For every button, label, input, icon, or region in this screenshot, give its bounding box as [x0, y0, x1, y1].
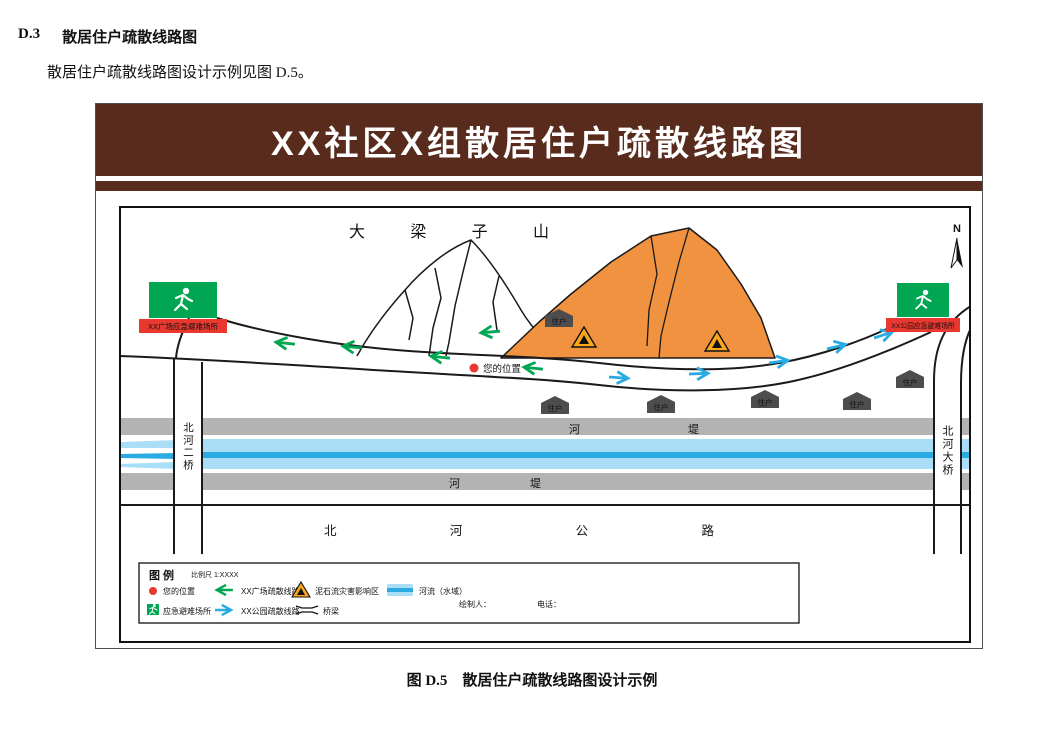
house-icon: 住户: [647, 395, 675, 413]
svg-text:住户: 住户: [758, 397, 773, 407]
left-bridge-deck: [175, 416, 201, 492]
river-centerline: [177, 452, 971, 458]
svg-text:住户: 住户: [903, 377, 918, 387]
legend-location-label: 您的位置: [163, 586, 195, 596]
mountain-name-label: 大梁子山: [349, 223, 549, 241]
road-name-label: 北河公路: [324, 523, 714, 538]
legend-title: 图 例: [149, 568, 174, 582]
evacuation-map-svg: 大梁子山: [118, 206, 972, 643]
house-icon: 住户: [541, 396, 569, 414]
left-bridge-label: 北河二桥: [182, 422, 194, 472]
house-icon: 住户: [545, 309, 573, 327]
right-shelter-label: XX公园应急避难场所: [891, 321, 955, 330]
your-location-label: 您的位置: [483, 363, 521, 375]
legend-phone-label: 电话：: [537, 599, 561, 609]
route-arrow-blue: [607, 369, 630, 386]
map-border: [119, 206, 971, 643]
house-icon: 住户: [751, 390, 779, 408]
debris-warning-icon: [703, 329, 731, 352]
route-arrow-blue: [824, 337, 849, 357]
legend-bridge-icon: [295, 605, 319, 615]
route-arrow-green: [521, 359, 545, 377]
road-network: [118, 305, 972, 554]
legend-bridge-label: 桥梁: [323, 606, 339, 616]
svg-text:住户: 住户: [654, 402, 669, 412]
svg-text:住户: 住户: [552, 316, 567, 326]
right-bridge-deck: [935, 416, 960, 492]
map-area: 大梁子山: [118, 206, 972, 643]
embankment-top-bar: [119, 418, 971, 435]
house-icon: 住户: [896, 370, 924, 388]
your-location-marker: 您的位置: [469, 363, 521, 375]
river-upstream-tapers: [119, 440, 177, 469]
north-arrow: N: [950, 223, 963, 269]
legend-drawn-by-label: 绘制人：: [459, 599, 491, 609]
legend-location-dot: [149, 587, 157, 595]
house-icon: 住户: [843, 392, 871, 410]
right-bridge-label: 北河大桥: [941, 425, 954, 477]
embankment-bottom-bar: [119, 473, 971, 490]
legend-river-label: 河流（水域）: [419, 586, 467, 596]
svg-text:住户: 住户: [850, 399, 865, 409]
evacuation-figure: XX社区X组散居住户疏散线路图: [95, 103, 983, 649]
legend: 图 例 比例尺 1:XXXX 您的位置 XX广场疏散线路 泥石流灾害影响区 河流…: [138, 562, 800, 624]
svg-text:住户: 住户: [548, 403, 563, 413]
section-title: 散居住户疏散线路图: [62, 30, 198, 46]
legend-park-route-label: XX公园疏散线路: [241, 606, 300, 616]
legend-debris-label: 泥石流灾害影响区: [315, 586, 379, 596]
right-shelter-sign: XX公园应急避难场所: [886, 283, 960, 332]
mountain-debris-orange: [500, 227, 776, 359]
section-heading: D.3 散居住户疏散线路图: [18, 26, 197, 47]
legend-plaza-route-label: XX广场疏散线路: [241, 586, 300, 596]
banner-strip: [96, 181, 982, 191]
mountain-left-lineart: [356, 239, 566, 357]
route-arrow-green: [479, 323, 502, 341]
legend-shelter-label: 应急避难场所: [163, 606, 211, 616]
figure-banner: XX社区X组散居住户疏散线路图: [96, 104, 982, 176]
route-arrow-green: [273, 334, 297, 352]
debris-warning-icon: [570, 325, 598, 348]
left-shelter-label: XX广场应急避难场所: [148, 321, 219, 331]
figure-caption: 图 D.5 散居住户疏散线路图设计示例: [406, 673, 658, 689]
section-number: D.3: [18, 26, 41, 42]
figure-banner-title: XX社区X组散居住户疏散线路图: [270, 124, 808, 163]
legend-scale: 比例尺 1:XXXX: [191, 570, 239, 579]
north-label: N: [953, 223, 961, 235]
intro-text: 散居住户疏散线路图设计示例见图 D.5。: [47, 65, 313, 81]
legend-debris-icon: [291, 580, 311, 598]
left-shelter-sign: XX广场应急避难场所: [139, 282, 227, 333]
